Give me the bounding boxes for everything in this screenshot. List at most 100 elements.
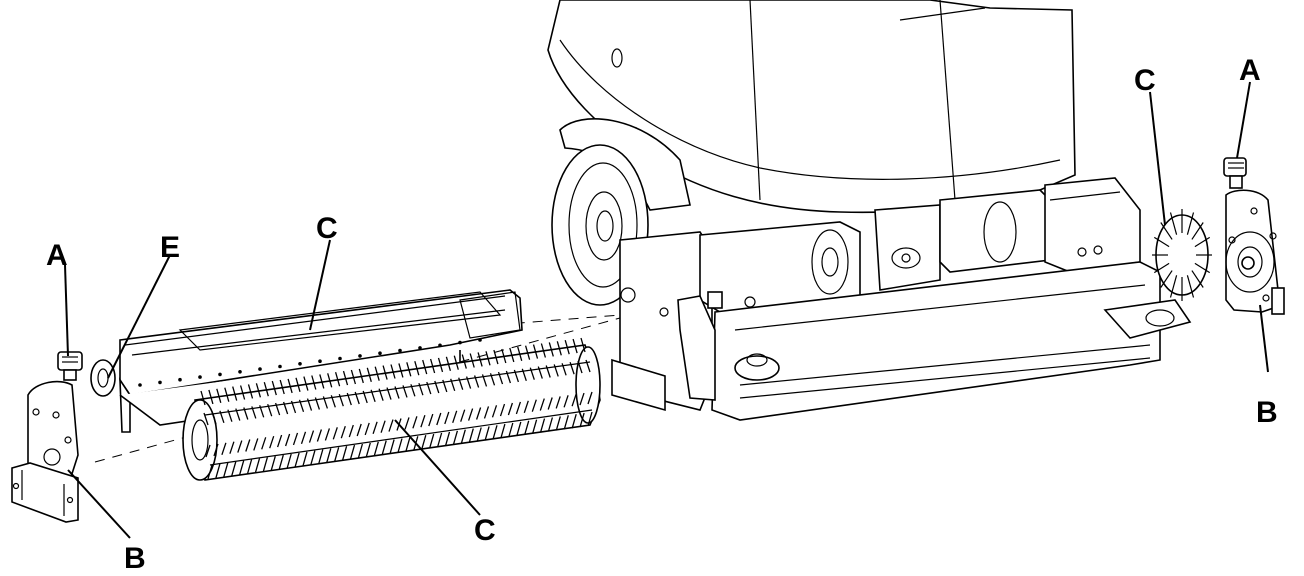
housing-rivet [458, 340, 462, 345]
brush-bristle [213, 443, 219, 457]
brush-bristle [420, 414, 426, 428]
brush-bristle [553, 364, 559, 377]
brush-bristle [239, 460, 245, 475]
brush-bristle [356, 423, 362, 437]
housing-rivet [418, 346, 422, 350]
brush-bristle [388, 419, 394, 432]
brush-bristle [492, 425, 498, 440]
brush-bristle [577, 360, 583, 374]
brush-bristle [579, 412, 585, 428]
housing-rivet [258, 367, 262, 371]
brush-bristle [215, 463, 221, 479]
brush-bristle [405, 437, 411, 452]
brush-bristle [340, 425, 346, 439]
callout-b-right: B [1256, 396, 1278, 429]
housing-rivet [198, 375, 202, 379]
side-brush-bristle [1153, 262, 1170, 274]
brush-bristle [364, 422, 370, 436]
brush-bristle [253, 438, 259, 451]
brush-bristle [429, 358, 436, 374]
housing-rivet [318, 359, 322, 364]
brush-bristle [531, 399, 537, 412]
brush-bristle [428, 413, 434, 427]
brush-bristle [308, 430, 315, 443]
brush-bristle [571, 393, 577, 407]
brush-bristle [322, 396, 329, 409]
brush-bristle [298, 399, 305, 413]
brush-bristle [303, 376, 309, 391]
housing-rivet [478, 338, 482, 342]
brush-bristle [524, 345, 531, 360]
alignment-axis-upper [119, 314, 621, 356]
brush-bristle [500, 423, 506, 439]
callout-a-left: A [46, 239, 68, 272]
brush-bristle [481, 374, 488, 387]
brush-bristle [221, 442, 227, 456]
brush-bristle [437, 357, 444, 373]
brush-bristle [247, 384, 254, 399]
brush-bristle [380, 420, 386, 433]
brush-bristle [255, 383, 262, 398]
brush-bristle [579, 392, 585, 406]
brush-bristle [341, 446, 348, 461]
brush-bristle [452, 430, 459, 445]
brush-bristle [548, 342, 554, 357]
brush-bristle [274, 402, 281, 416]
brush-bristle [402, 385, 408, 398]
brush-bristle [232, 386, 238, 401]
brush-bristle [269, 435, 275, 449]
brush-bristle [382, 365, 388, 380]
brush-bristle [555, 396, 561, 409]
brush-bristle [564, 340, 570, 355]
brush-bristle [259, 405, 265, 418]
brush-bristle [505, 370, 512, 384]
brush-bristle [507, 402, 514, 416]
brush-bristle [358, 368, 364, 384]
brush-bristle [499, 403, 506, 417]
leader-right-c [1149, 91, 1166, 226]
brush-bristle [208, 389, 214, 405]
brush-bristle [319, 374, 325, 389]
brush-bristle [229, 441, 235, 454]
brush-bristle [453, 355, 459, 370]
brush-bristle [342, 370, 349, 386]
brush-bristle [476, 427, 482, 442]
brush-bristle [404, 417, 410, 430]
brush-bristle [231, 461, 237, 476]
leader-right-b [1259, 304, 1269, 373]
housing-rivet [218, 372, 222, 377]
brush-bristle [316, 429, 323, 442]
brush-bristle [515, 401, 522, 415]
housing-rivet [378, 351, 382, 356]
side-brush-bristle [1160, 270, 1173, 288]
brush-bristle [354, 391, 360, 405]
callout-c-bottom: C [474, 514, 496, 547]
brush-bristle [508, 422, 514, 438]
brush-bristle [523, 400, 529, 414]
housing-rivet [138, 383, 142, 387]
callout-b-left: B [124, 542, 146, 575]
brush-bristle [397, 438, 403, 453]
brush-bristle [227, 409, 233, 422]
side-brush-bristle [1153, 236, 1170, 248]
brush-bristle [444, 431, 451, 447]
brush-bristle [540, 343, 547, 358]
brush-bristle [216, 388, 222, 403]
brush-bristle [314, 397, 321, 410]
brush-bristle [386, 387, 392, 400]
brush-bristle [300, 431, 307, 445]
brush-bristle [327, 373, 333, 388]
brush-bristle [294, 452, 300, 468]
brush-bristle [295, 377, 301, 392]
brush-bristle [444, 411, 450, 425]
brush-bristle [349, 444, 356, 460]
brush-bristle [429, 433, 435, 449]
side-brush-bristle [1191, 222, 1204, 240]
brush-bristle [484, 426, 490, 441]
brush-bristle [330, 395, 336, 408]
side-brush-bristle [1186, 275, 1195, 298]
brush-bristle [460, 409, 466, 422]
brush-bristle [421, 435, 427, 450]
housing-rivet [278, 364, 282, 369]
brush-bristle [205, 444, 211, 458]
